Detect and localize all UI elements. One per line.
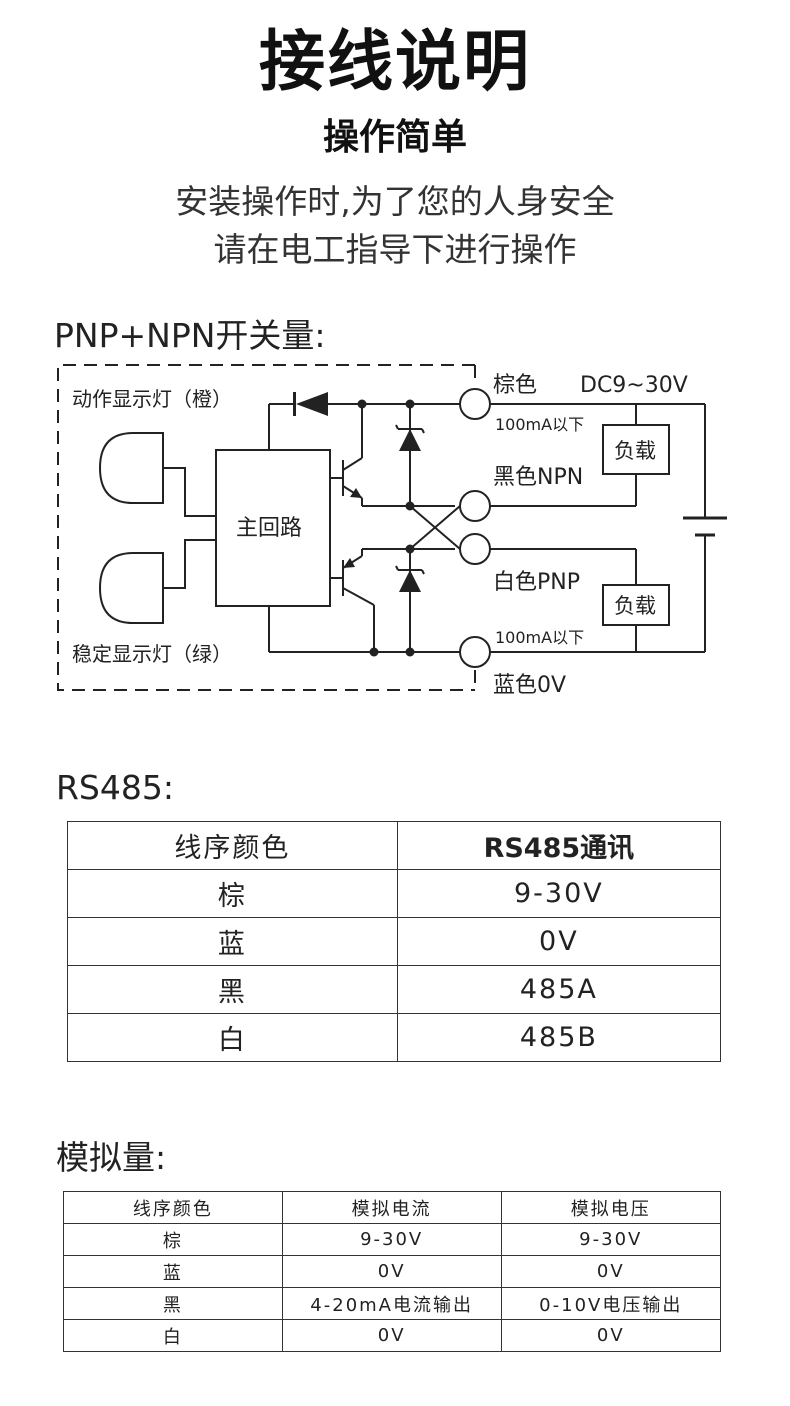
action-lamp-icon [98,432,164,504]
junction-dot [405,399,415,409]
table-cell: 棕 [67,869,398,918]
supply-voltage-label: DC9~30V [580,373,688,398]
table-cell: 蓝 [63,1255,283,1288]
table-row: 棕 9-30V 9-30V [63,1223,722,1256]
terminal-white [459,533,491,565]
table-row: 蓝 0V 0V [63,1255,722,1288]
analog-table: 线序颜色 模拟电流 模拟电压 棕 9-30V 9-30V 蓝 0V 0V 黑 4… [63,1191,722,1352]
main-circuit-block [215,449,331,607]
junction-dot [357,399,367,409]
junction-dot [405,501,415,511]
table-cell: 9-30V [500,1223,722,1256]
table-row: 蓝 0V [67,917,722,966]
load-label-bottom: 负载 [614,594,656,618]
black-npn-label: 黑色NPN [493,465,583,490]
terminal-brown [459,388,491,420]
rs485-table: 线序颜色 RS485通讯 棕 9-30V 蓝 0V 黑 485A 白 485B [67,821,722,1062]
page-title: 接线说明 [259,23,531,100]
column-header: 线序颜色 [67,821,398,870]
zener-diode-bottom-icon [399,570,421,592]
table-cell: 黑 [67,965,398,1014]
blue-0v-label: 蓝色0V [493,673,566,698]
action-lamp-label: 动作显示灯（橙） [72,387,232,411]
table-row: 黑 485A [67,965,722,1014]
table-row: 白 0V 0V [63,1319,722,1352]
stable-lamp-label: 稳定显示灯（绿） [72,642,232,666]
safety-notice-line-1: 安装操作时,为了您的人身安全 [175,182,615,221]
table-cell: 棕 [63,1223,283,1256]
load-box-bottom [602,584,670,626]
main-circuit-label: 主回路 [236,516,302,541]
table-cell: 9-30V [396,869,722,918]
table-cell: 0V [500,1255,722,1288]
current-limit-label-bottom: 100mA以下 [495,628,584,647]
terminal-black [459,490,491,522]
terminal-blue [459,636,491,668]
table-cell: 0V [396,917,722,966]
diode-icon [296,392,328,416]
column-header: 模拟电流 [281,1191,502,1224]
column-header: 线序颜色 [63,1191,283,1224]
brown-wire-label: 棕色 [493,373,537,398]
zener-diode-top-icon [399,429,421,451]
table-cell: 白 [67,1013,398,1062]
column-header: 模拟电压 [500,1191,722,1224]
table-cell: 黑 [63,1287,283,1320]
white-pnp-label: 白色PNP [493,570,580,595]
table-cell: 0V [281,1255,502,1288]
table-row: 白 485B [67,1013,722,1062]
column-header: RS485通讯 [396,821,722,870]
table-header-row: 线序颜色 RS485通讯 [67,821,722,870]
page-subtitle: 操作简单 [322,117,467,158]
sensor-housing-outline [57,364,475,691]
table-cell: 蓝 [67,917,398,966]
table-cell: 485A [396,965,722,1014]
load-label-top: 负载 [614,439,656,463]
switch-section-heading: PNP+NPN开关量: [54,316,326,355]
table-row: 黑 4-20mA电流输出 0-10V电压输出 [63,1287,722,1320]
load-box-top [602,424,670,475]
table-cell: 0-10V电压输出 [500,1287,722,1320]
analog-section-heading: 模拟量: [56,1138,167,1177]
junction-dot [405,544,415,554]
table-cell: 9-30V [281,1223,502,1256]
table-row: 棕 9-30V [67,869,722,918]
junction-dot [369,647,379,657]
table-cell: 485B [396,1013,722,1062]
rs485-section-heading: RS485: [56,768,174,807]
table-cell: 0V [281,1319,502,1352]
safety-notice-line-2: 请在电工指导下进行操作 [213,230,577,269]
wiring-diagram: 动作显示灯（橙） 稳定显示灯（绿） 主回路 棕色 DC9~30V 100mA以下… [57,364,727,698]
table-cell: 4-20mA电流输出 [281,1287,502,1320]
stable-lamp-icon [98,552,164,624]
table-header-row: 线序颜色 模拟电流 模拟电压 [63,1191,722,1224]
current-limit-label-top: 100mA以下 [495,415,584,434]
table-cell: 0V [500,1319,722,1352]
table-cell: 白 [63,1319,283,1352]
junction-dot [405,647,415,657]
